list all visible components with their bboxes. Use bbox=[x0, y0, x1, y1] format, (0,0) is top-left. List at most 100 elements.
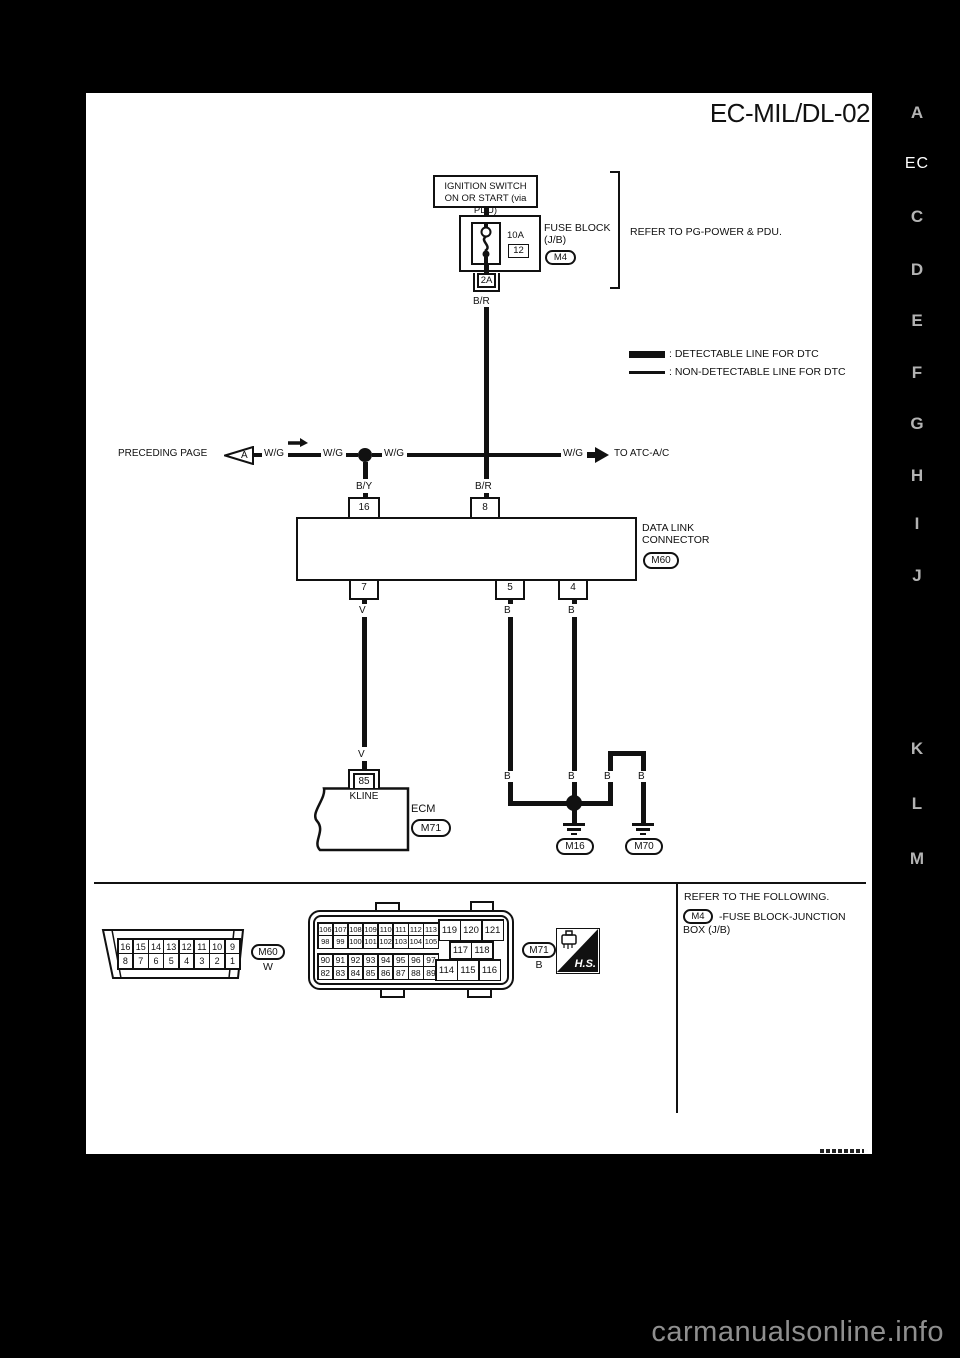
wire-fuse-to-2a bbox=[484, 265, 489, 274]
ground-m16-line2 bbox=[567, 828, 581, 831]
dlc-terminal-5: 5 bbox=[495, 581, 525, 600]
pin-cell: 90 bbox=[318, 954, 333, 967]
footer-divider bbox=[94, 882, 866, 884]
ground-m70-line1 bbox=[632, 823, 654, 826]
pin-cell: 5 bbox=[164, 954, 179, 968]
wire-wg-seg5 bbox=[407, 453, 561, 457]
preceding-page-label: PRECEDING PAGE bbox=[118, 448, 208, 459]
pin-cell: 16 bbox=[118, 939, 133, 954]
m71-connector-inner bbox=[313, 915, 509, 985]
wire-loop-top bbox=[608, 751, 646, 756]
pin-cell: 99 bbox=[333, 936, 348, 948]
pin-cell: 114 bbox=[436, 960, 457, 980]
section-tab-c: C bbox=[910, 207, 924, 226]
pin-cell: 3 bbox=[194, 954, 209, 968]
wire-label-wg-3: W/G bbox=[384, 448, 404, 459]
wire-label-wg-1: W/G bbox=[264, 448, 284, 459]
wire-to-ground-m16 bbox=[572, 809, 577, 823]
pin-cell: 6 bbox=[149, 954, 163, 968]
pin-cell: 11 bbox=[194, 939, 209, 954]
section-tab-e: E bbox=[911, 311, 923, 330]
pin-cell: 101 bbox=[363, 936, 378, 948]
pin-cell: 97 bbox=[424, 954, 438, 967]
pin-cell: 121 bbox=[482, 920, 503, 940]
fuse-number-box: 12 bbox=[508, 244, 529, 258]
pg-power-note: REFER TO PG-POWER & PDU. bbox=[630, 226, 782, 238]
pin-cell: 106 bbox=[318, 923, 333, 936]
pin-cell: 86 bbox=[378, 967, 393, 979]
ground-m16-line3 bbox=[571, 833, 577, 835]
wire-br-stub bbox=[484, 493, 489, 498]
fuse-rating: 10A bbox=[507, 230, 524, 241]
wire-label-b1-top: B bbox=[504, 605, 511, 616]
connector-2a: 2A bbox=[477, 273, 496, 288]
wire-label-b1: B bbox=[502, 771, 513, 782]
ignition-switch-box: IGNITION SWITCH ON OR START (via PDU) bbox=[433, 175, 538, 216]
pin-cell: 107 bbox=[333, 923, 348, 936]
pin-cell: 84 bbox=[348, 967, 363, 979]
legend-nondetectable-label: : NON-DETECTABLE LINE FOR DTC bbox=[669, 366, 846, 378]
dlc-terminal-7: 7 bbox=[349, 581, 379, 600]
refer-bracket bbox=[610, 171, 620, 289]
wire-v-stub bbox=[362, 600, 367, 604]
pin-cell: 92 bbox=[348, 954, 363, 967]
junction-dot-wg bbox=[358, 448, 372, 462]
section-tab-k: K bbox=[910, 739, 924, 758]
legend-detectable-label: : DETECTABLE LINE FOR DTC bbox=[669, 348, 819, 360]
section-tab-g: G bbox=[910, 414, 924, 433]
wire-wg-seg4 bbox=[372, 453, 382, 457]
wire-label-br-top: B/R bbox=[473, 296, 490, 307]
hs-label: H.S. bbox=[574, 958, 596, 970]
pin-cell: 2 bbox=[210, 954, 225, 968]
wire-label-v-top: V bbox=[359, 605, 366, 616]
wire-ground-horizontal bbox=[508, 801, 613, 806]
data-link-connector-box bbox=[296, 517, 637, 581]
section-tab-m: M bbox=[909, 849, 925, 868]
pin-cell: 12 bbox=[179, 939, 194, 954]
m60-badge: M60 bbox=[251, 944, 285, 960]
pin-cell: 13 bbox=[164, 939, 179, 954]
pin-cell: 120 bbox=[461, 920, 481, 940]
connector-badge-m70: M70 bbox=[625, 838, 663, 855]
wire-wg-seg1 bbox=[253, 453, 262, 457]
pin-cell: 87 bbox=[393, 967, 408, 979]
wire-by-drop bbox=[363, 462, 368, 479]
pin-cell: 115 bbox=[458, 960, 478, 980]
watermark: carmanualsonline.info bbox=[651, 1316, 944, 1348]
junction-dot-ground bbox=[566, 795, 582, 811]
wire-b2-stub bbox=[572, 600, 577, 604]
pin-cell: 93 bbox=[363, 954, 378, 967]
pin-cell: 9 bbox=[225, 939, 240, 954]
m60-color-code: W bbox=[263, 961, 273, 973]
ecm-kline-label: KLINE bbox=[349, 791, 379, 802]
dlc-terminal-16: 16 bbox=[348, 497, 380, 517]
pin-cell: 109 bbox=[363, 923, 378, 936]
m71-badge: M71 bbox=[522, 942, 556, 958]
ground-m70-line3 bbox=[640, 833, 646, 835]
wire-label-b2-top: B bbox=[568, 605, 575, 616]
legend: : DETECTABLE LINE FOR DTC : NON-DETECTAB… bbox=[629, 345, 846, 381]
wire-label-b4: B bbox=[636, 771, 647, 782]
section-tab-j: J bbox=[912, 566, 922, 585]
wire-v-to-ecm bbox=[362, 761, 367, 770]
ecm-label: ECM bbox=[411, 803, 436, 815]
to-atc-label: TO ATC-A/C bbox=[614, 448, 670, 459]
wire-wg-seg2 bbox=[288, 453, 321, 457]
wire-br-vertical bbox=[484, 307, 489, 479]
dlc-terminal-8: 8 bbox=[470, 497, 500, 517]
to-atc-arrow-icon bbox=[587, 447, 609, 463]
hs-view-icon: H.S. bbox=[556, 928, 600, 974]
connector-2a-outer bbox=[473, 273, 500, 292]
dlc-label1: DATA LINK bbox=[642, 522, 695, 534]
pin-cell: 113 bbox=[424, 923, 438, 936]
pin-cell: 8 bbox=[118, 954, 133, 968]
pin-cell: 94 bbox=[378, 954, 393, 967]
section-tab-d: D bbox=[910, 260, 924, 279]
